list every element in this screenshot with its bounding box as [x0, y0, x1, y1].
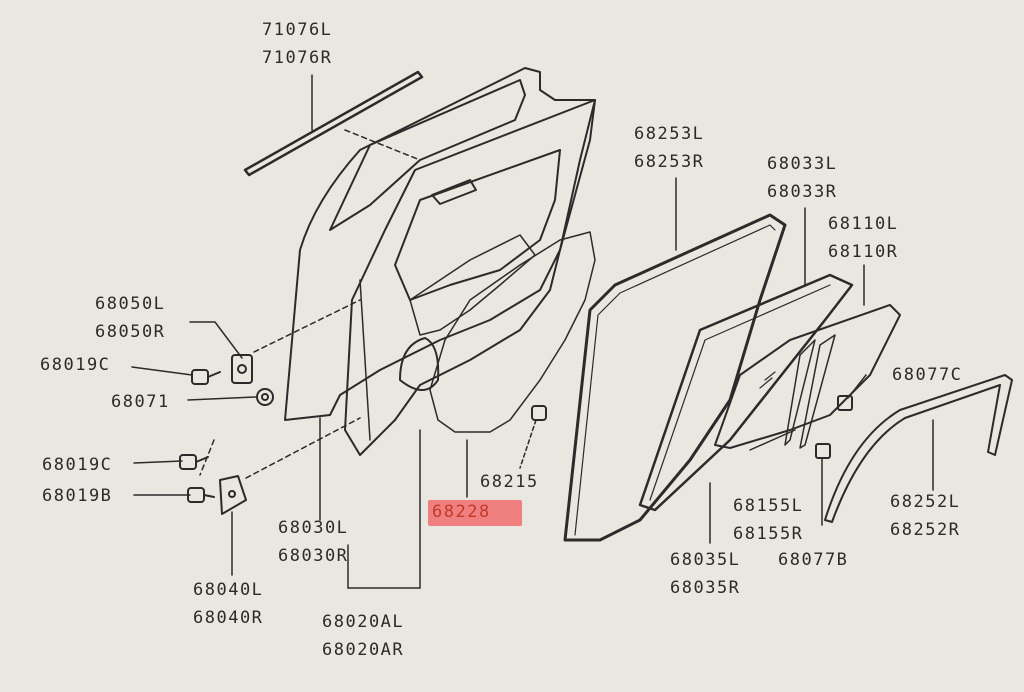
label-68228: 68228	[432, 502, 491, 522]
label-68030L: 68030L	[278, 518, 349, 538]
label-68019B: 68019B	[42, 486, 113, 506]
label-68050L: 68050L	[95, 294, 166, 314]
label-68030R: 68030R	[278, 546, 349, 566]
bolt-68077B	[815, 443, 831, 459]
belt-molding-71076	[243, 70, 424, 177]
door-window-frame	[329, 79, 526, 231]
highlight-box-68228	[428, 500, 522, 526]
label-68252R: 68252R	[890, 520, 961, 540]
inner-panel-mechanism	[409, 234, 536, 336]
door-outer-panel	[284, 67, 596, 421]
door-glass-68110	[714, 304, 901, 449]
nut-68071	[256, 388, 274, 406]
label-68050R: 68050R	[95, 322, 166, 342]
label-68020AL: 68020AL	[322, 612, 405, 632]
label-68040R: 68040R	[193, 608, 264, 628]
label-68077B: 68077B	[778, 550, 849, 570]
inner-panel-opening	[394, 149, 561, 301]
glass-run-68033	[638, 273, 854, 512]
glass-channel-68155	[784, 339, 816, 446]
label-71076L: 71076L	[262, 20, 333, 40]
label-68040L: 68040L	[193, 580, 264, 600]
label-68019C-upper: 68019C	[40, 355, 111, 375]
label-68215: 68215	[480, 472, 539, 492]
label-68033R: 68033R	[767, 182, 838, 202]
label-68077C: 68077C	[892, 365, 963, 385]
label-68035L: 68035L	[670, 550, 741, 570]
bolt-68019B	[187, 487, 215, 503]
label-68110R: 68110R	[828, 242, 899, 262]
sash-68252	[824, 374, 1013, 523]
label-68071: 68071	[111, 392, 170, 412]
clip-68215	[531, 405, 547, 421]
label-68253R: 68253R	[634, 152, 705, 172]
label-68033L: 68033L	[767, 154, 838, 174]
inner-panel-edge	[359, 279, 371, 441]
door-check-68040	[219, 475, 247, 515]
label-68019C-lower: 68019C	[42, 455, 113, 475]
label-68110L: 68110L	[828, 214, 899, 234]
bolt-68019C-lower	[179, 454, 209, 470]
bolt-68019C-upper	[191, 369, 221, 385]
label-68035R: 68035R	[670, 578, 741, 598]
inner-panel-lower-hole	[399, 337, 440, 391]
label-68020AR: 68020AR	[322, 640, 405, 660]
weatherstrip-68253	[563, 213, 787, 542]
label-68252L: 68252L	[890, 492, 961, 512]
bolt-68077C	[837, 395, 853, 411]
label-68155R: 68155R	[733, 524, 804, 544]
label-71076R: 71076R	[262, 48, 333, 68]
inner-panel-handle-pocket	[431, 179, 477, 205]
hinge-68050	[231, 354, 253, 384]
door-inner-panel	[344, 99, 596, 456]
label-68155L: 68155L	[733, 496, 804, 516]
label-68253L: 68253L	[634, 124, 705, 144]
sealing-sheet-68228	[429, 231, 596, 433]
